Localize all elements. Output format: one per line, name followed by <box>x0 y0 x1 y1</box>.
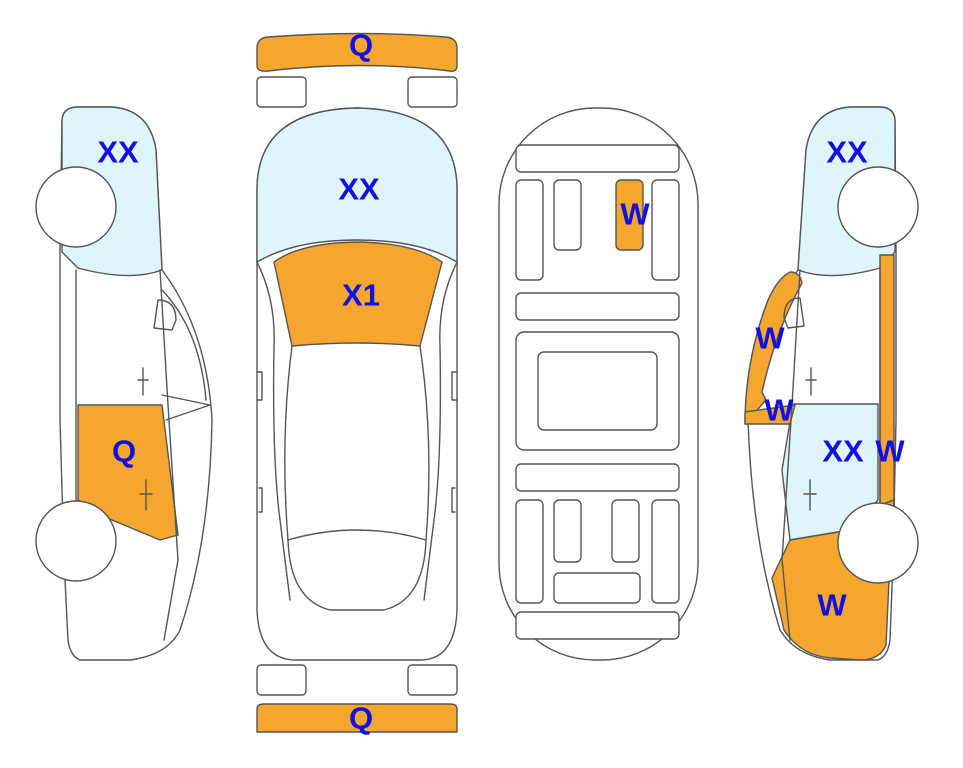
right-rear-wheel <box>837 166 919 248</box>
left-window-line <box>161 394 211 421</box>
right-side-view: XX W W XX W W <box>744 106 919 661</box>
left-handle-upper <box>137 367 149 396</box>
left-handle-lower <box>139 479 153 511</box>
panel-left-tall <box>515 179 544 281</box>
panel-bottom-inner-right <box>611 499 640 563</box>
panel-inner-left <box>553 179 582 251</box>
left-door-damage <box>77 404 179 541</box>
left-pillar-line <box>161 289 207 401</box>
label-right-rear-window: XX <box>826 135 868 170</box>
left-rear-wheel <box>35 166 117 248</box>
right-pillar-lower-damage <box>744 404 796 425</box>
label-right-door-window: XX <box>822 434 864 469</box>
right-front-wheel <box>837 502 919 584</box>
rear-bumper-damage <box>256 703 458 733</box>
top-left-handle <box>258 487 263 513</box>
panel-bottom-strip <box>515 611 680 640</box>
top-left-pillar <box>256 261 291 601</box>
right-door-edge-damage <box>879 254 895 521</box>
front-right-light <box>407 76 458 108</box>
panel-lower-strip <box>515 463 680 492</box>
top-right-handle <box>451 487 456 513</box>
label-right-pillar-upper: W <box>755 321 785 356</box>
right-body-line <box>781 269 801 641</box>
label-left-door: Q <box>112 434 136 469</box>
label-rear-bumper: Q <box>349 701 373 736</box>
panel-center-box <box>537 351 658 431</box>
top-left-mirror <box>256 371 263 401</box>
panel-top-strip <box>515 144 680 173</box>
left-front-wheel <box>35 500 117 582</box>
label-right-pillar-lower: W <box>764 393 794 428</box>
rear-right-light <box>407 664 458 696</box>
top-rear-glass <box>287 539 427 611</box>
panel-bottom-left-tall <box>515 499 544 604</box>
panel-bottom-right-tall <box>651 499 680 604</box>
top-windshield <box>256 107 458 263</box>
panel-right-tall <box>651 179 680 281</box>
left-mirror <box>153 299 177 331</box>
label-right-door-edge: W <box>875 434 905 469</box>
roof-panel-view: W <box>498 107 699 661</box>
front-bumper-damage <box>256 32 458 72</box>
label-front-bumper: Q <box>349 28 373 63</box>
roof-panel-damage <box>615 179 644 251</box>
panel-bottom-inner-left <box>553 499 582 563</box>
label-left-window: XX <box>97 135 139 170</box>
front-left-light <box>256 76 307 108</box>
label-roof-panel: W <box>620 197 650 232</box>
right-mirror <box>783 297 805 329</box>
rear-left-light <box>256 664 307 696</box>
label-top-windshield: XX <box>338 172 380 207</box>
right-handle-upper <box>805 367 817 396</box>
panel-bottom-center <box>553 572 641 604</box>
left-side-view: XX Q <box>35 106 213 661</box>
label-right-front-fender: W <box>817 588 847 623</box>
panel-mid-strip <box>515 292 680 321</box>
label-top-hood: X1 <box>342 278 380 313</box>
top-view: Q XX X1 Q <box>256 28 458 736</box>
top-right-pillar <box>423 261 458 601</box>
top-right-mirror <box>451 371 458 401</box>
right-handle-lower <box>803 479 817 511</box>
top-cabin <box>284 345 430 541</box>
left-body-line <box>159 269 179 641</box>
top-hood-damage <box>273 241 443 347</box>
